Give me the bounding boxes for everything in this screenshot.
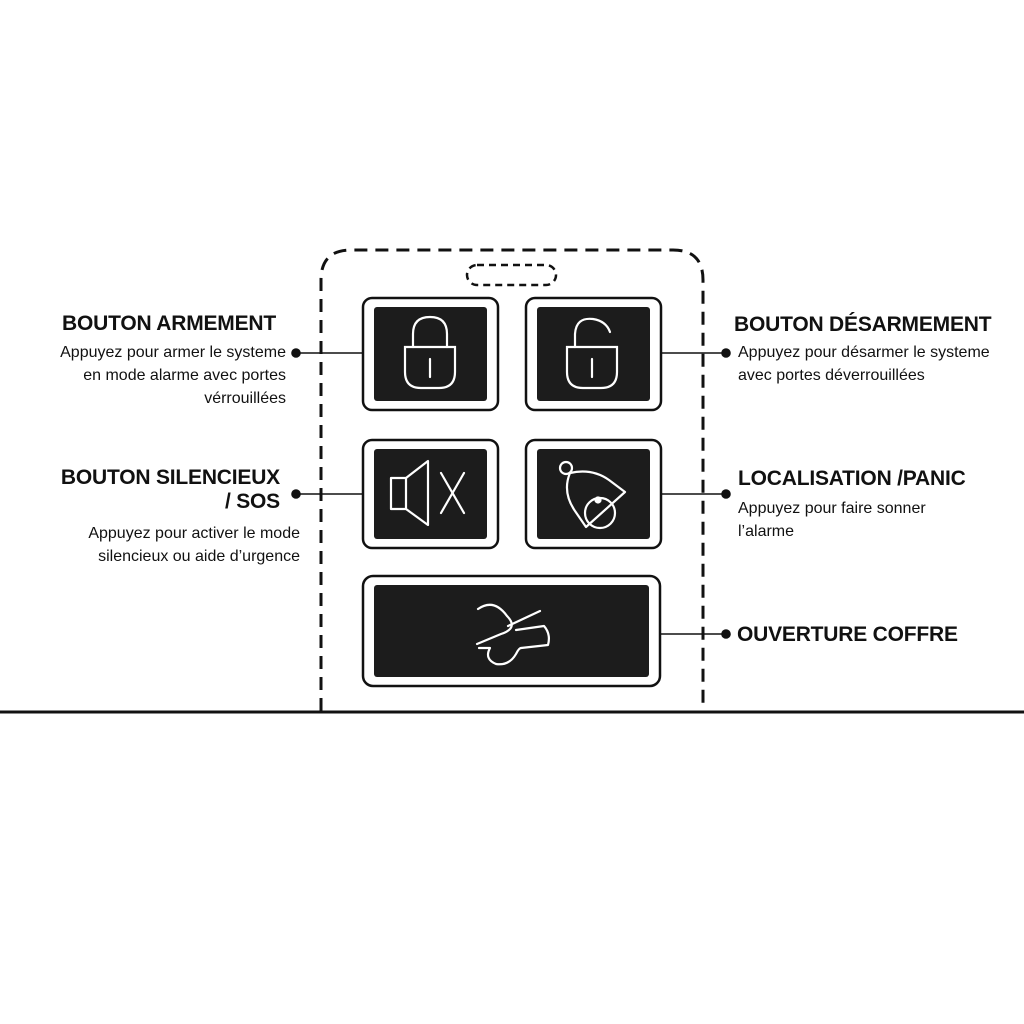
speaker-mute-icon (389, 459, 466, 527)
armement-desc-line-1: Appuyez pour armer le systeme (60, 344, 286, 361)
armement-desc: Appuyez pour armer le systeme en mode al… (60, 341, 286, 410)
trunk-button[interactable] (361, 574, 662, 688)
remote-outline (319, 248, 705, 711)
silencieux-desc-line-1: Appuyez pour activer le mode (88, 525, 300, 542)
keyring-slot (465, 263, 558, 287)
silencieux-title-line-1: BOUTON SILENCIEUX (60, 466, 280, 489)
unlock-icon (565, 317, 619, 390)
desarmement-desc-line-2: avec portes déverrouillées (738, 367, 925, 384)
coffre-title: OUVERTURE COFFRE (737, 623, 958, 646)
lock-button[interactable] (361, 296, 500, 412)
silencieux-title: BOUTON SILENCIEUX / SOS (61, 466, 280, 514)
desarmement-desc: Appuyez pour désarmer le systeme avec po… (738, 341, 990, 387)
panic-desc: Appuyez pour faire sonner l’alarme (738, 497, 926, 543)
desarmement-desc-line-1: Appuyez pour désarmer le systeme (738, 344, 990, 361)
armement-desc-line-3: vérrouillées (204, 390, 286, 407)
trunk-open-icon (475, 603, 550, 666)
armement-desc-line-2: en mode alarme avec portes (83, 367, 286, 384)
panic-desc-line-2: l’alarme (738, 523, 795, 540)
leader-lines (291, 348, 731, 639)
desarmement-title: BOUTON DÉSARMEMENT (734, 313, 992, 336)
bell-button[interactable] (524, 438, 663, 550)
armement-title: BOUTON ARMEMENT (62, 312, 276, 335)
mute-button[interactable] (361, 438, 500, 550)
lock-icon (403, 315, 457, 390)
panic-desc-line-1: Appuyez pour faire sonner (738, 500, 926, 517)
silencieux-desc: Appuyez pour activer le mode silencieux … (88, 522, 300, 568)
panic-title: LOCALISATION /PANIC (738, 467, 966, 490)
bell-icon (558, 460, 627, 530)
unlock-button[interactable] (524, 296, 663, 412)
silencieux-title-line-2: / SOS (224, 490, 280, 513)
silencieux-desc-line-2: silencieux ou aide d’urgence (98, 548, 300, 565)
